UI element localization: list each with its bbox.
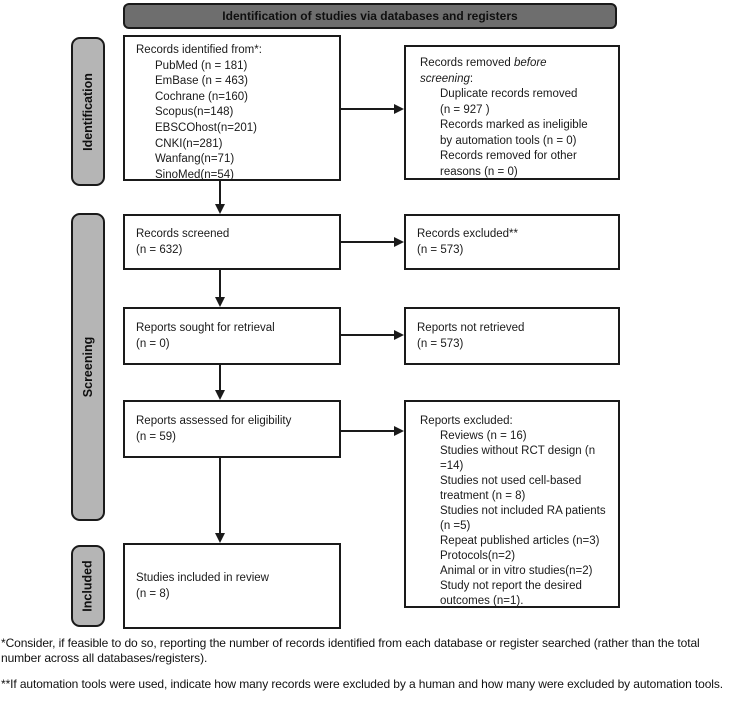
box-studies-included-line2: (n = 8): [136, 588, 170, 600]
arrow-down-icon-1: [214, 181, 226, 214]
list-item: Records marked as ineligible by automati…: [440, 119, 588, 147]
list-item: Wanfang(n=71): [155, 153, 235, 166]
arrow-right-icon-row1: [341, 103, 404, 115]
list-item: Animal or in vitro studies(n=2): [440, 565, 593, 577]
footnote-double-asterisk: **If automation tools were used, indicat…: [1, 676, 723, 691]
list-item: PubMed (n = 181): [155, 59, 248, 72]
box-records-screened: Records screened (n = 632): [123, 214, 341, 270]
stage-label-identification-text: Identification: [81, 72, 95, 151]
arrow-down-icon-3: [214, 365, 226, 400]
list-item: Reviews (n = 16): [440, 430, 527, 442]
arrow-right-icon-row4: [341, 425, 404, 437]
box-reports-not-retrieved-line1: Reports not retrieved: [417, 322, 525, 334]
box-records-excluded-line2: (n = 573): [417, 244, 464, 256]
list-item: Cochrane (n=160): [155, 90, 249, 103]
box-records-excluded-line1: Records excluded**: [417, 228, 519, 240]
stage-label-screening-text: Screening: [81, 336, 95, 398]
stage-label-included: Included: [71, 545, 105, 627]
footnote-asterisk: *Consider, if feasible to do so, reporti…: [1, 636, 700, 665]
arrow-right-icon-row3: [341, 329, 404, 341]
title-normal-part: Records removed: [420, 57, 514, 69]
list-item: Records removed for other reasons (n = 0…: [440, 150, 577, 178]
list-item: Scopus(n=148): [155, 106, 234, 119]
list-item: Protocols(n=2): [440, 550, 516, 562]
box-records-screened-line1: Records screened: [136, 228, 230, 240]
list-item: Studies without RCT design (n =14): [440, 445, 596, 472]
box-records-identified-title: Records identified from*:: [136, 44, 262, 56]
list-item: SinoMed(n=54): [155, 168, 234, 181]
arrow-down-icon-4: [214, 458, 226, 543]
title-suffix-part: :: [469, 72, 474, 85]
diagram-header: Identification of studies via databases …: [123, 3, 617, 29]
title-italic-part1: before: [513, 57, 547, 69]
list-item: Duplicate records removed (n = 927 ): [440, 88, 578, 116]
box-records-removed-items: Duplicate records removed (n = 927 ) Reco…: [420, 87, 613, 180]
stage-label-identification: Identification: [71, 37, 105, 186]
list-item: Study not report the desired outcomes (n…: [440, 580, 582, 607]
box-reports-not-retrieved-line2: (n = 573): [417, 338, 464, 350]
box-records-removed: Records removed before screening: Duplica…: [404, 45, 620, 180]
box-studies-included-line1: Studies included in review: [136, 572, 269, 584]
box-reports-sought-line1: Reports sought for retrieval: [136, 322, 275, 334]
title-italic-part2: screening: [420, 72, 470, 85]
box-reports-excluded-items: Reviews (n = 16) Studies without RCT desi…: [420, 429, 614, 609]
box-reports-excluded: Reports excluded: Reviews (n = 16) Studie…: [404, 400, 620, 608]
box-reports-sought: Reports sought for retrieval (n = 0): [123, 307, 341, 365]
box-records-excluded: Records excluded** (n = 573): [404, 214, 620, 270]
box-reports-assessed-line1: Reports assessed for eligibility: [136, 415, 292, 427]
box-records-screened-line2: (n = 632): [136, 244, 183, 256]
list-item: EBSCOhost(n=201): [155, 121, 257, 134]
list-item: Repeat published articles (n=3): [440, 535, 600, 547]
stage-label-screening: Screening: [71, 213, 105, 521]
stage-label-included-text: Included: [81, 560, 95, 612]
box-reports-assessed-line2: (n = 59): [136, 431, 176, 443]
box-records-identified-items: PubMed (n = 181) EmBase (n = 463) Cochrane…: [136, 59, 333, 184]
box-reports-assessed: Reports assessed for eligibility (n = 59…: [123, 400, 341, 458]
arrow-right-icon-row2: [341, 236, 404, 248]
footnotes: *Consider, if feasible to do so, reporti…: [1, 636, 739, 702]
box-studies-included: Studies included in review (n = 8): [123, 543, 341, 629]
box-records-identified: Records identified from*: PubMed (n = 18…: [123, 35, 341, 181]
list-item: Studies not included RA patients (n =5): [440, 505, 606, 532]
box-records-removed-title: Records removed before screening:: [420, 56, 613, 87]
diagram-header-label: Identification of studies via databases …: [222, 9, 518, 23]
box-reports-not-retrieved: Reports not retrieved (n = 573): [404, 307, 620, 365]
box-reports-excluded-title: Reports excluded:: [420, 415, 513, 427]
list-item: CNKI(n=281): [155, 137, 223, 150]
list-item: Studies not used cell-based treatment (n…: [440, 475, 582, 502]
box-reports-sought-line2: (n = 0): [136, 338, 170, 350]
list-item: EmBase (n = 463): [155, 75, 249, 88]
arrow-down-icon-2: [214, 270, 226, 307]
